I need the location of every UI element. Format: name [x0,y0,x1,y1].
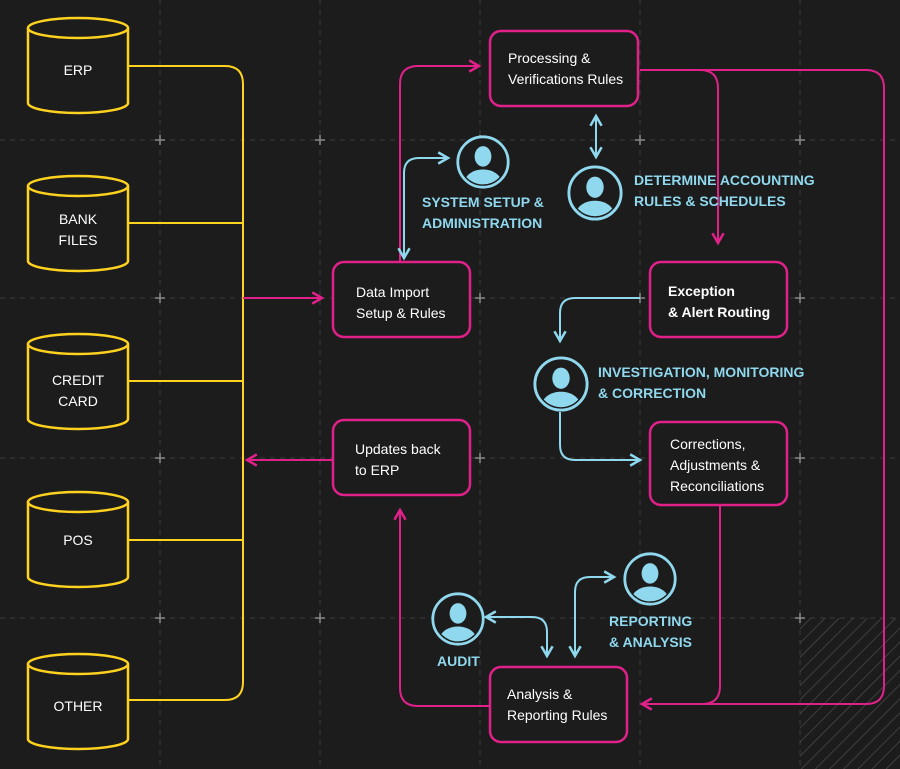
process-label: Analysis & [507,686,573,702]
process-processing-verifications[interactable]: Processing & Verifications Rules [488,29,640,108]
role-flows [397,113,643,659]
flow-setup-import [397,151,451,261]
flow-processing-to-exception [640,69,725,246]
source-pos[interactable]: POS [26,490,130,589]
role-audit[interactable]: AUDIT [433,594,483,669]
process-analysis-reporting[interactable]: Analysis & Reporting Rules [488,665,629,744]
process-corrections[interactable]: Corrections, Adjustments & Reconciliatio… [648,420,789,507]
process-exception-alert[interactable]: Exception & Alert Routing [648,260,789,339]
source-credit-card[interactable]: CREDIT CARD [26,332,130,431]
user-icon [569,167,621,222]
source-label: ERP [64,62,93,78]
role-label: SYSTEM SETUP & [422,194,544,210]
process-label: Data Import [356,284,429,300]
process-flows [243,59,885,711]
flow-import-to-processing [399,59,482,262]
flow-processing-to-analysis [639,69,885,711]
source-other[interactable]: OTHER [26,652,130,751]
source-bus [128,65,244,701]
process-label: Corrections, [670,436,745,452]
role-label: & CORRECTION [598,385,706,401]
process-data-import[interactable]: Data Import Setup & Rules [331,260,472,339]
source-bank-files[interactable]: BANK FILES [26,174,130,273]
flow-exception-to-investigation [553,297,640,344]
role-investigation[interactable]: INVESTIGATION, MONITORING & CORRECTION [535,358,805,413]
source-label: BANK [59,211,98,227]
process-label: Updates back [355,441,442,457]
role-reporting[interactable]: REPORTING & ANALYSIS [609,554,692,650]
process-label: to ERP [355,462,399,478]
source-label: CREDIT [52,372,105,388]
role-system-setup[interactable]: SYSTEM SETUP & ADMINISTRATION [422,137,544,231]
user-icon [433,594,483,647]
role-accounting[interactable]: DETERMINE ACCOUNTING RULES & SCHEDULES [569,167,815,222]
flow-reporting-analysis [568,570,617,659]
role-label: ADMINISTRATION [422,215,542,231]
user-icon [535,358,587,413]
source-label: OTHER [54,698,103,714]
process-label: Reconciliations [670,478,764,494]
role-label: REPORTING [609,613,692,629]
flow-analysis-to-updates [393,507,490,707]
flow-investigation-to-corrections [559,412,643,467]
source-label: FILES [59,232,98,248]
user-icon [458,137,508,190]
process-label: & Alert Routing [668,304,770,320]
role-label: INVESTIGATION, MONITORING [598,364,804,380]
source-label: CARD [58,393,98,409]
role-label: RULES & SCHEDULES [634,193,786,209]
user-icon [625,554,675,607]
role-label: DETERMINE ACCOUNTING [634,172,815,188]
process-updates-back[interactable]: Updates back to ERP [331,418,472,497]
process-label: Processing & [508,50,591,66]
flow-audit-analysis [483,610,554,659]
source-erp[interactable]: ERP [26,16,130,115]
process-label: Setup & Rules [356,305,446,321]
process-label: Reporting Rules [507,707,607,723]
process-label: Verifications Rules [508,71,623,87]
role-label: AUDIT [437,653,480,669]
process-label: Adjustments & [670,457,761,473]
source-label: POS [63,532,93,548]
role-label: & ANALYSIS [609,634,692,650]
process-label: Exception [668,283,735,299]
flow-corrections-to-analysis [642,505,721,705]
